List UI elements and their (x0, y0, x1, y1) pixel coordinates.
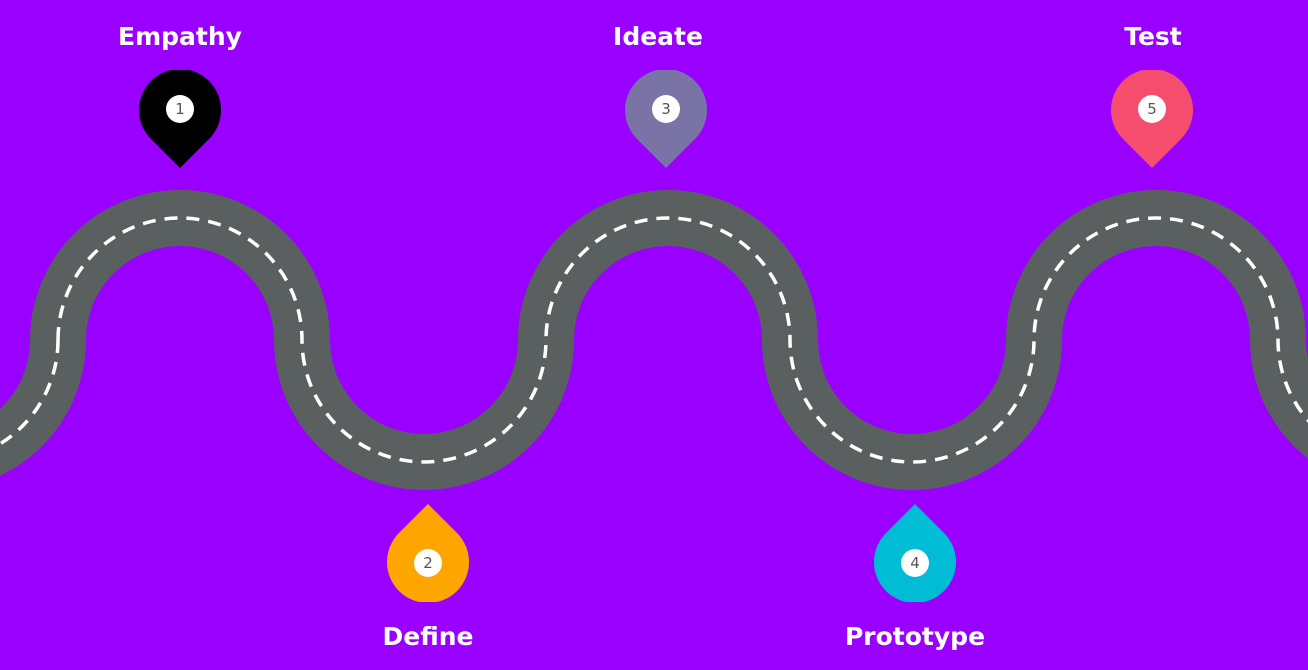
stage-number-1: 1 (166, 95, 194, 123)
stage-label-empathy: Empathy (118, 22, 242, 51)
stage-pin-3: 3 (625, 70, 707, 168)
stage-number-2: 2 (414, 549, 442, 577)
road-lane-marking (0, 216, 1308, 464)
stage-label-ideate: Ideate (613, 22, 703, 51)
stage-pin-5: 5 (1111, 70, 1193, 168)
stage-number-3: 3 (652, 95, 680, 123)
stage-number-5: 5 (1138, 95, 1166, 123)
stage-pin-1: 1 (139, 70, 221, 168)
road-surface (0, 190, 1308, 490)
stage-pin-2: 2 (387, 504, 469, 602)
stage-label-test: Test (1124, 22, 1182, 51)
stage-pin-4: 4 (874, 504, 956, 602)
stage-number-4: 4 (901, 549, 929, 577)
stage-label-define: Define (382, 622, 474, 651)
stage-label-prototype: Prototype (844, 622, 986, 651)
